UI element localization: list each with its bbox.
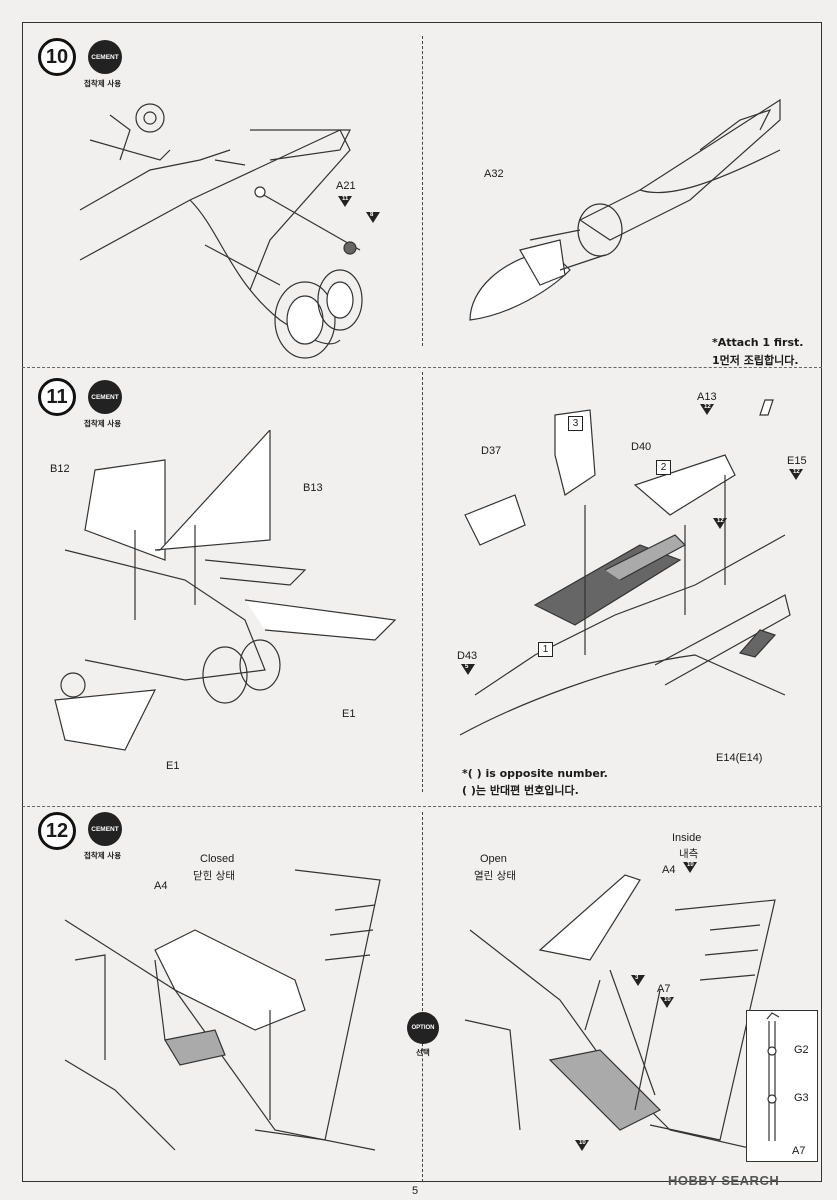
label-e1-right: E1	[342, 708, 356, 720]
label-b13: B13	[303, 482, 323, 494]
label-inside-ko: 내측	[679, 848, 699, 860]
step-11-tail-illustration	[54, 430, 397, 751]
label-d40: D40	[631, 441, 652, 453]
label-a4-open: A4	[662, 864, 676, 876]
step-11-number: 11	[38, 378, 76, 416]
cement-badge: CEMENT	[88, 40, 122, 74]
label-e15: E15	[787, 455, 807, 467]
a21-marker-2: 8	[366, 212, 380, 223]
label-d37: D37	[481, 445, 502, 457]
row-divider-2	[22, 806, 822, 807]
label-a21: A21	[336, 180, 356, 192]
step-12-open-illustration	[464, 874, 781, 1156]
label-g2: G2	[794, 1044, 809, 1056]
marker-3: 3	[631, 975, 645, 986]
column-divider-bottom	[422, 812, 423, 1182]
a7-inset-box	[746, 1010, 818, 1162]
a7-marker: 10	[660, 997, 674, 1008]
label-e1-left: E1	[166, 760, 180, 772]
label-b12: B12	[50, 463, 70, 475]
note-attach-en: *Attach 1 first.	[712, 336, 804, 349]
cement-caption-2: 접착제 사용	[84, 419, 122, 428]
step-11-cockpit-illustration	[459, 399, 791, 736]
cement-caption: 접착제 사용	[84, 79, 122, 88]
label-a32: A32	[484, 168, 504, 180]
note-attach-ko: 1먼저 조립합니다.	[712, 354, 799, 367]
cement-caption-3: 접착제 사용	[84, 851, 122, 860]
box-2: 2	[656, 460, 671, 475]
label-g3: G3	[794, 1092, 809, 1104]
box-1: 1	[538, 642, 553, 657]
column-divider-middle	[422, 372, 423, 792]
label-e14: E14(E14)	[716, 752, 763, 764]
option-badge: OPTION	[407, 1012, 439, 1044]
label-open-en: Open	[480, 853, 507, 865]
step-10-nose-illustration	[469, 98, 781, 321]
box-3: 3	[568, 416, 583, 431]
step-10-number: 10	[38, 38, 76, 76]
label-a13: A13	[697, 391, 717, 403]
note-opposite-ko: ( )는 반대편 번호입니다.	[462, 784, 579, 797]
step-12-number: 12	[38, 812, 76, 850]
d43-marker: 5	[461, 664, 475, 675]
label-inside-en: Inside	[672, 832, 702, 844]
label-closed-en: Closed	[200, 853, 235, 865]
a7-inset-illustration	[766, 1012, 780, 1141]
hobby-search-watermark: HOBBY SEARCH	[668, 1173, 780, 1188]
a21-marker: 11	[338, 196, 352, 207]
label-d43: D43	[457, 650, 478, 662]
label-a7: A7	[657, 983, 671, 995]
a4-open-marker: 10	[683, 862, 697, 873]
a13-marker: 12	[700, 404, 714, 415]
step-10-tail-illustration	[79, 103, 363, 359]
label-closed-ko: 닫힌 상태	[193, 870, 235, 882]
cement-badge-3: CEMENT	[88, 812, 122, 846]
e15-marker: 12	[789, 469, 803, 480]
column-divider-top	[422, 36, 423, 346]
d40-marker: 12	[713, 518, 727, 529]
page-number: 5	[412, 1185, 419, 1197]
marker-10: 10	[575, 1140, 589, 1151]
option-caption: 선택	[416, 1048, 430, 1057]
label-a7-inset: A7	[792, 1145, 806, 1157]
row-divider-1	[22, 367, 822, 368]
note-opposite-en: *( ) is opposite number.	[462, 767, 608, 780]
cement-badge-2: CEMENT	[88, 380, 122, 414]
step-12-closed-illustration	[64, 869, 381, 1151]
label-open-ko: 열린 상태	[474, 870, 516, 882]
label-a4-closed: A4	[154, 880, 168, 892]
